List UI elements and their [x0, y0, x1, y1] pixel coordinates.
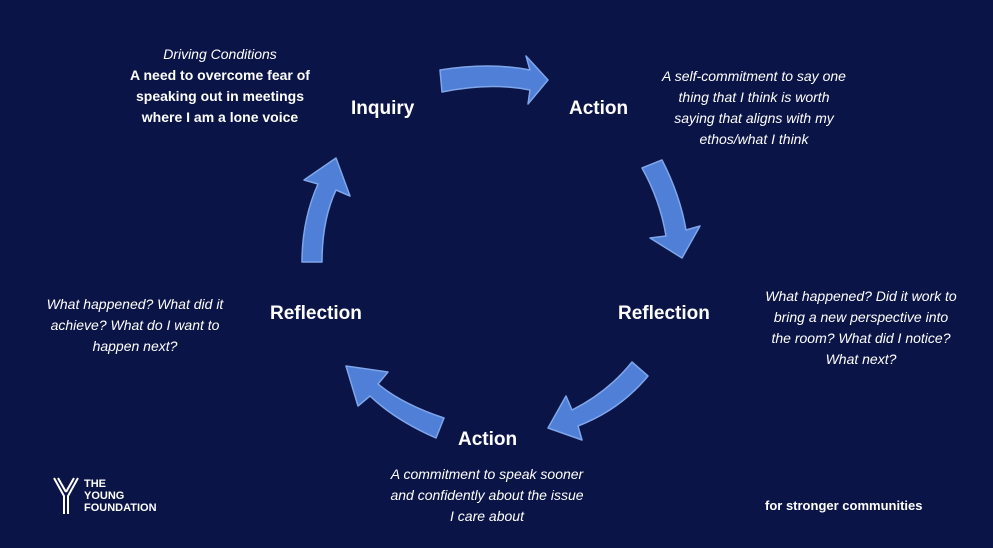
- note-reflection-left-line-2: achieve? What do I want to: [50, 317, 220, 333]
- arrow-action-to-reflection: [641, 159, 701, 259]
- arrow-reflection-to-action: [547, 361, 649, 441]
- node-action-bottom: Action: [458, 429, 518, 450]
- logo-text: THE YOUNG FOUNDATION: [84, 478, 157, 514]
- note-action-top-line-3: saying that aligns with my: [674, 110, 834, 126]
- node-action-top: Action: [569, 98, 629, 119]
- note-action-top: A self-commitment to say one thing that …: [636, 66, 872, 150]
- note-action-top-line-2: thing that I think is worth: [678, 89, 830, 105]
- note-reflection-right: What happened? Did it work to bring a ne…: [738, 286, 984, 370]
- arrow-action-to-reflection-left: [345, 365, 445, 439]
- note-driving-conditions: Driving Conditions A need to overcome fe…: [100, 44, 340, 128]
- logo-line-3: FOUNDATION: [84, 502, 157, 514]
- note-driving-heading: Driving Conditions: [163, 46, 277, 62]
- logo-y-mark-icon: [53, 477, 79, 514]
- arrow-inquiry-to-action: [439, 55, 549, 105]
- note-driving-line-1: A need to overcome fear of: [130, 67, 310, 83]
- arrow-reflection-to-inquiry: [301, 157, 351, 263]
- note-action-bottom-line-2: and confidently about the issue: [390, 487, 584, 503]
- young-foundation-logo: THE YOUNG FOUNDATION: [52, 476, 157, 516]
- note-driving-line-2: speaking out in meetings: [135, 88, 305, 104]
- note-reflection-left-line-3: happen next?: [92, 338, 178, 354]
- note-action-bottom-line-1: A commitment to speak sooner: [390, 466, 584, 482]
- note-action-bottom: A commitment to speak sooner and confide…: [356, 464, 618, 527]
- logo-line-2: YOUNG: [84, 490, 125, 502]
- note-action-top-line-1: A self-commitment to say one: [662, 68, 846, 84]
- node-reflection-left: Reflection: [270, 303, 362, 324]
- note-reflection-right-line-4: What next?: [825, 351, 897, 367]
- note-driving-line-3: where I am a lone voice: [141, 109, 299, 125]
- note-reflection-left: What happened? What did it achieve? What…: [22, 294, 248, 357]
- tagline: for stronger communities: [765, 498, 923, 513]
- note-reflection-right-line-2: bring a new perspective into: [773, 309, 949, 325]
- note-reflection-right-line-3: the room? What did I notice?: [771, 330, 951, 346]
- note-action-bottom-line-3: I care about: [450, 508, 524, 524]
- node-reflection-right: Reflection: [618, 303, 710, 324]
- logo-line-1: THE: [84, 478, 106, 490]
- note-action-top-line-4: ethos/what I think: [699, 131, 809, 147]
- note-reflection-left-line-1: What happened? What did it: [46, 296, 224, 312]
- note-reflection-right-line-1: What happened? Did it work to: [765, 288, 957, 304]
- node-inquiry: Inquiry: [351, 98, 415, 119]
